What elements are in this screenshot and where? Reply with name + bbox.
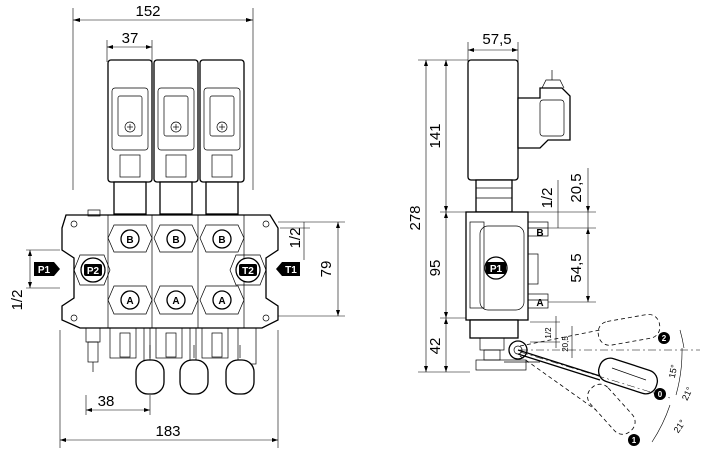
dim-side-half: 1/2 [9,290,26,311]
dim-lever-offset: 38 [98,393,115,410]
side-port-p1-label: P1 [490,264,503,275]
solenoid-3 [199,59,245,215]
angle-down1-label: 21° [680,385,695,402]
solenoid-side [467,59,571,213]
port-a-3-label: A [218,296,225,307]
side-bottom [469,319,540,371]
dim-port-b-size: 1/2 [539,188,556,209]
side-view: 57,5 278 141 95 42 [407,31,700,446]
lever-position-1 [519,355,636,435]
port-p2-label: P2 [87,266,100,277]
bottom-fittings [85,327,257,373]
marker-2-label: 2 [662,334,667,343]
dim-solenoid-height: 141 [427,123,444,148]
port-b-2-label: B [172,235,179,246]
side-port-b-label: B [536,228,543,239]
side-port-a-label: A [536,298,543,309]
tag-t1-label: T1 [285,265,297,276]
port-a-1-label: A [126,296,133,307]
port-t2: T2 [229,254,267,286]
dim-total-height: 278 [407,205,424,230]
lever-neutral [517,349,659,395]
solenoid-2 [153,59,199,215]
dim-body-height: 95 [427,260,444,277]
port-a-2: A [153,285,199,315]
marker-position-2: 2 [658,332,670,344]
dim-port-spacing: 79 [318,261,335,278]
solenoid-1 [107,59,153,215]
valve-body-side: P1 B A [465,211,549,321]
angle-up-label: 15° [667,363,680,379]
dim-port-half: 1/2 [287,228,304,249]
marker-position-0: 0 [654,388,666,400]
port-b-3-label: B [218,235,225,246]
dim-bottom-height: 42 [427,338,444,355]
port-p2: P2 [73,254,111,286]
port-b-1: B [107,224,153,253]
lever-knobs-front [135,345,255,395]
port-a-2-label: A [172,296,179,307]
port-b-2: B [153,224,199,253]
dim-solenoid-width: 37 [122,30,139,47]
dim-lever-small-offset: 20,5 [561,336,570,352]
port-t2-label: T2 [242,266,254,277]
lever-position-2 [519,313,661,347]
port-a-3: A [199,285,245,315]
dim-lever-small-half: 1/2 [544,327,553,339]
tag-p1: P1 [34,262,60,276]
dim-base-width: 183 [155,423,180,440]
dim-overall-width: 152 [135,3,160,20]
tag-t1: T1 [276,262,300,276]
marker-0-label: 0 [658,390,663,399]
marker-1-label: 1 [632,436,637,445]
marker-position-1: 1 [628,434,640,446]
dim-side-width: 57,5 [482,31,511,48]
dim-port-b-offset: 20,5 [568,173,585,202]
port-b-1-label: B [126,235,133,246]
dim-ab-spacing: 54,5 [568,253,585,282]
port-b-3: B [199,224,245,253]
front-view: 152 37 [9,3,345,448]
tag-p1-label: P1 [38,265,51,276]
angle-down2-label: 21° [672,418,688,435]
port-a-1: A [107,285,153,315]
